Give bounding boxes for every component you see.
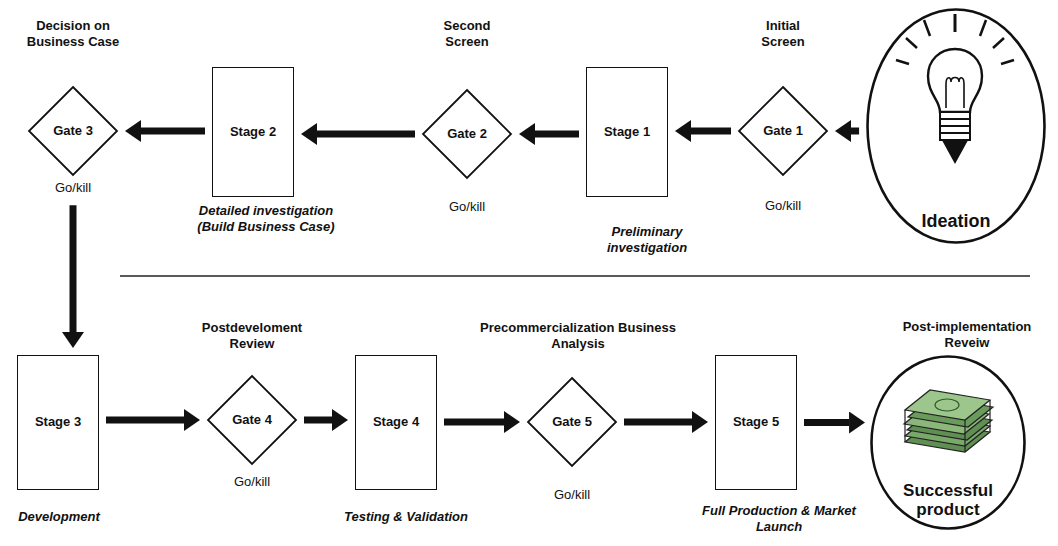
gate-diamond: Decision on Business CaseGate 3Go/kill — [28, 86, 118, 176]
diamond-shape — [208, 376, 296, 464]
shape-label: Stage 4 — [373, 414, 419, 430]
ellipse-shape — [868, 10, 1045, 243]
gate-title: Second Screen — [427, 18, 507, 51]
shape-caption: Development — [4, 509, 114, 525]
shape-caption: Detailed investigation (Build Business C… — [194, 203, 339, 236]
ellipse-shape — [872, 357, 1025, 529]
row-divider — [120, 275, 1030, 277]
shape-label: Gate 4 — [232, 412, 272, 428]
stage-box: Stage 4Testing & Validation — [355, 355, 437, 490]
diamond-shape — [29, 87, 117, 175]
flow-arrow — [141, 128, 205, 135]
shape-caption: Full Production & Market Launch — [694, 503, 864, 536]
stage-box: Stage 5Full Production & Market Launch — [715, 355, 797, 490]
shape-label: Gate 3 — [53, 123, 93, 139]
flow-arrow — [317, 131, 415, 138]
flow-arrow — [535, 131, 579, 138]
diamond-shape — [528, 378, 616, 466]
gate-diamond: Second ScreenGate 2Go/kill — [422, 89, 512, 179]
gate-title: Precommercialization Business Analysis — [473, 320, 683, 353]
shape-label: Gate 5 — [552, 414, 592, 430]
flow-arrow — [106, 417, 184, 424]
shape-label: Ideation — [876, 210, 1036, 233]
flow-arrow — [304, 417, 332, 424]
start-ellipse: Ideation — [866, 8, 1046, 244]
gate-title: Post-implementation Reveiw — [882, 319, 1052, 352]
shape-caption: Go/kill — [743, 198, 823, 214]
flow-arrow — [851, 128, 859, 135]
money-stack-icon — [904, 390, 993, 452]
diamond-shape — [739, 87, 827, 175]
shape-label: Gate 1 — [763, 123, 803, 139]
stage-box: Stage 3Development — [17, 355, 99, 490]
flow-arrow — [444, 419, 504, 426]
shape-caption: Go/kill — [33, 180, 113, 196]
stage-box: Stage 2Detailed investigation (Build Bus… — [212, 67, 294, 197]
end-ellipse: Post-implementation ReveiwSuccessful pro… — [870, 355, 1026, 530]
gate-diamond: Precommercialization Business AnalysisGa… — [527, 377, 617, 467]
stage-box: Stage 1Preliminary investigation — [586, 67, 668, 197]
gate-title: Initial Screen — [743, 18, 823, 51]
shape-label: Gate 2 — [447, 126, 487, 142]
lightbulb-icon — [896, 14, 1014, 162]
gate-title: Decision on Business Case — [8, 18, 138, 51]
shape-label: Stage 2 — [230, 124, 276, 140]
shape-label: Stage 5 — [733, 414, 779, 430]
shape-label: Stage 1 — [604, 124, 650, 140]
flow-arrow — [691, 128, 731, 135]
shape-caption: Go/kill — [532, 487, 612, 503]
shape-caption: Preliminary investigation — [582, 224, 712, 257]
diamond-shape — [423, 90, 511, 178]
flow-arrow — [804, 419, 849, 426]
shape-caption: Testing & Validation — [321, 509, 491, 525]
gate-diamond: Initial ScreenGate 1Go/kill — [738, 86, 828, 176]
shape-label: Stage 3 — [35, 414, 81, 430]
flow-arrow — [624, 419, 692, 426]
shape-caption: Go/kill — [212, 474, 292, 490]
ellipse-outline — [866, 8, 1046, 244]
gate-title: Postdeveloment Review — [192, 320, 312, 353]
flow-arrow — [70, 205, 77, 332]
shape-label: Successful product — [873, 481, 1023, 520]
gate-diamond: Postdeveloment ReviewGate 4Go/kill — [207, 375, 297, 465]
shape-caption: Go/kill — [427, 199, 507, 215]
